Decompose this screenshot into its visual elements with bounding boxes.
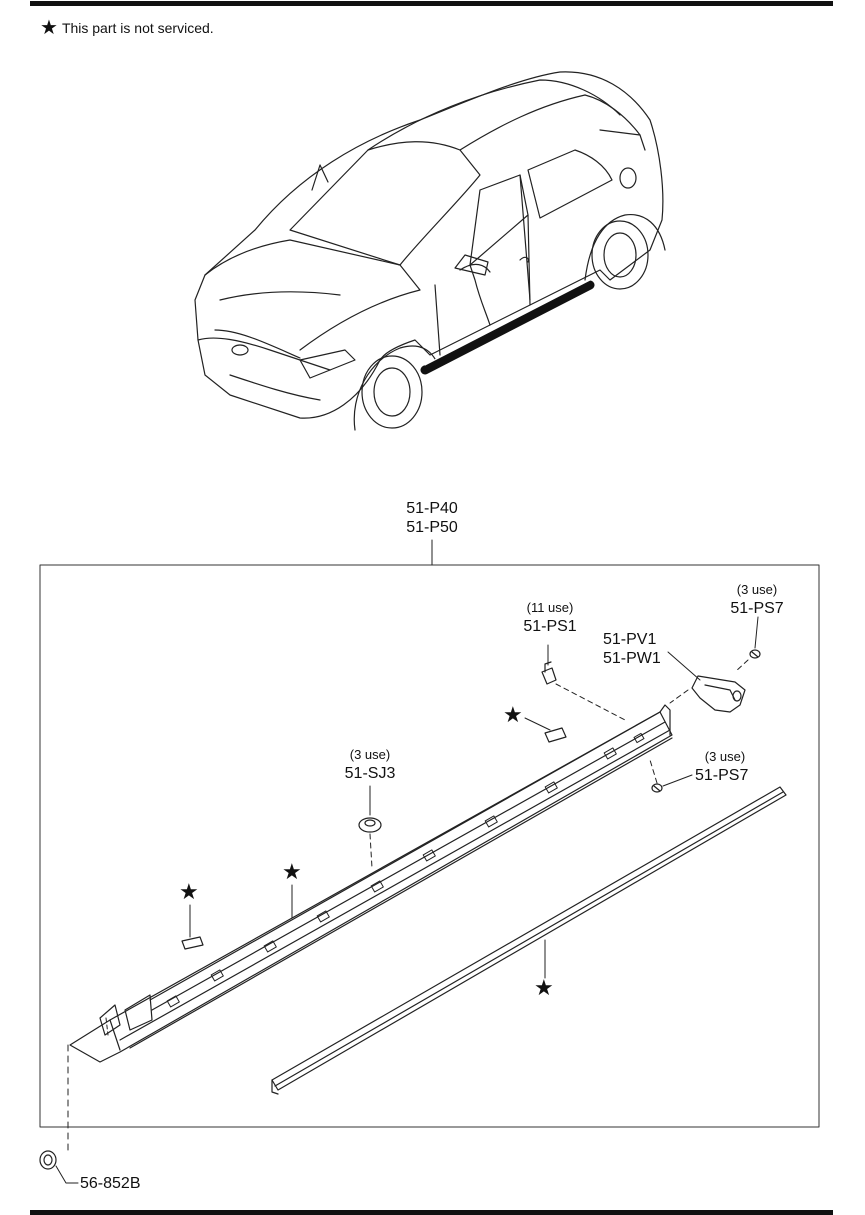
ps7-top-usage: (3 use) <box>736 582 778 597</box>
pv1-bracket <box>691 675 746 713</box>
part-number-56-852b: 56-852B <box>80 1175 141 1192</box>
ps7-mid-usage: (3 use) <box>704 749 746 764</box>
part-number-51-pv1: 51-PV1 <box>603 631 657 648</box>
ps7-mid-screw <box>651 783 663 793</box>
top-rule <box>30 1 833 6</box>
note-text: This part is not serviced. <box>61 20 214 36</box>
clip-56-852b <box>39 1150 57 1170</box>
not-serviced-star-icon: ★ <box>282 859 302 884</box>
clip-pockets <box>166 732 645 1008</box>
side-sill-molding <box>69 704 673 1063</box>
part-number-51-ps7-top: 51-PS7 <box>730 600 784 617</box>
part-number-51-pw1: 51-PW1 <box>603 650 661 667</box>
not-serviced-note: ★ This part is not serviced. <box>40 18 214 38</box>
tape-piece-right <box>544 727 567 743</box>
sj3-usage: (3 use) <box>349 747 391 762</box>
part-number-51-p40: 51-P40 <box>406 500 458 517</box>
not-serviced-star-icon: ★ <box>534 975 554 1000</box>
part-number-51-p50: 51-P50 <box>406 519 458 536</box>
part-number-51-ps1: 51-PS1 <box>523 618 577 635</box>
ps1-usage: (11 use) <box>526 600 574 615</box>
tape-piece-left <box>181 936 204 950</box>
not-serviced-star-icon: ★ <box>179 879 199 904</box>
part-number-51-ps7-mid: 51-PS7 <box>695 767 749 784</box>
not-serviced-star-icon: ★ <box>503 702 523 727</box>
lower-garnish-strip <box>271 786 787 1095</box>
ps7-top-screw <box>749 649 761 659</box>
sj3-fastener <box>358 817 382 833</box>
highlighted-sill <box>420 280 595 375</box>
bottom-rule <box>30 1210 833 1215</box>
parts-frame <box>39 564 820 1128</box>
ps1-clip <box>541 661 557 685</box>
part-number-51-sj3: 51-SJ3 <box>344 765 396 782</box>
star-icon: ★ <box>40 17 58 39</box>
vehicle-illustration <box>194 71 666 431</box>
